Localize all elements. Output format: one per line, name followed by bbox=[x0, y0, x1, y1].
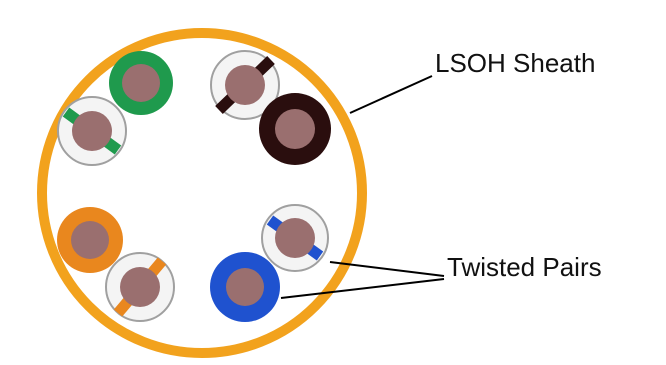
orange-pair bbox=[57, 207, 175, 322]
green-solid-conductor bbox=[122, 64, 160, 102]
blue-striped-conductor bbox=[275, 218, 315, 258]
lsoh-sheath bbox=[37, 28, 367, 358]
green-striped-wire bbox=[57, 96, 127, 166]
sheath-label: LSOH Sheath bbox=[435, 48, 595, 78]
sheath-leader-line bbox=[349, 75, 433, 114]
brown-striped-wire bbox=[210, 50, 280, 120]
twisted-pairs-label: Twisted Pairs bbox=[447, 252, 602, 282]
orange-striped-conductor bbox=[120, 267, 160, 307]
pairs-leader-line-upper bbox=[329, 261, 445, 277]
orange-solid-conductor bbox=[71, 221, 109, 259]
blue-striped-wire bbox=[261, 204, 329, 272]
green-pair bbox=[57, 51, 173, 166]
pairs-leader-line-lower bbox=[280, 278, 445, 299]
brown-solid-conductor bbox=[275, 109, 315, 149]
brown-striped-conductor bbox=[225, 65, 265, 105]
blue-pair bbox=[210, 204, 329, 322]
orange-striped-wire bbox=[105, 252, 175, 322]
brown-pair bbox=[210, 50, 331, 165]
blue-solid-conductor bbox=[226, 268, 264, 306]
green-striped-conductor bbox=[72, 111, 112, 151]
